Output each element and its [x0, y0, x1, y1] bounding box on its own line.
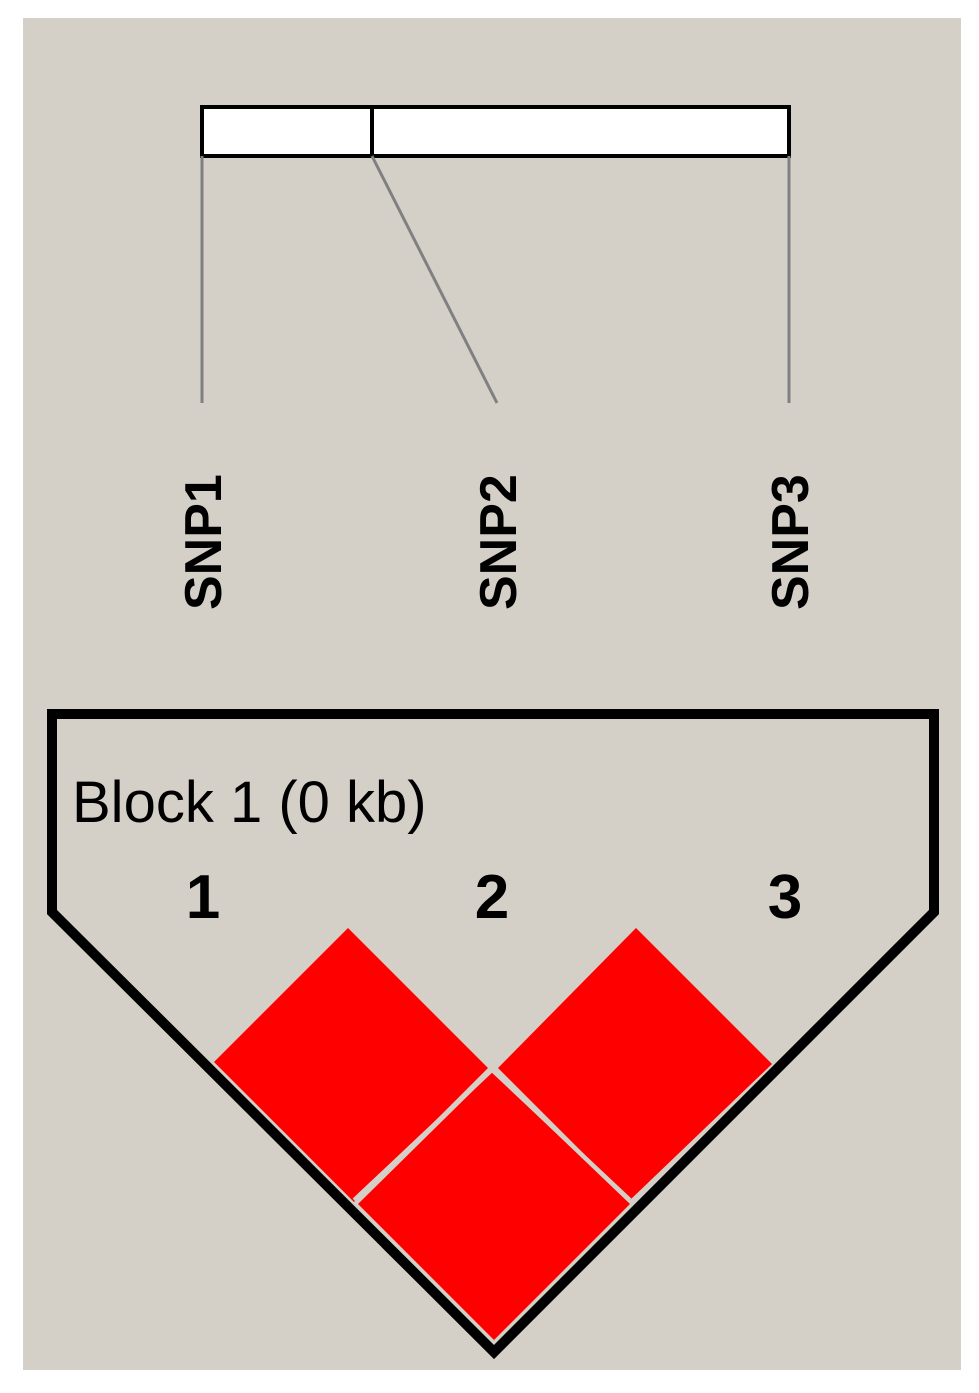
connector-line-snp2: [370, 155, 499, 404]
marker-index-1: 1: [186, 863, 220, 932]
ruler-bar: [200, 105, 791, 158]
ld-cell-separator: [490, 1068, 632, 1202]
block-label: Block 1 (0 kb): [72, 770, 427, 835]
haplotype-block-outline: [47, 709, 939, 1360]
marker-name-snp2: SNP2: [470, 474, 528, 610]
marker-connectors: [200, 155, 791, 404]
marker-index-3: 3: [768, 863, 802, 932]
marker-index-2: 2: [475, 863, 509, 932]
ld-cell-1-3: [358, 1072, 630, 1340]
ld-matrix: [214, 928, 772, 1340]
marker-name-snp3: SNP3: [762, 474, 820, 610]
marker-name-labels: SNP1 SNP2 SNP3: [175, 474, 820, 610]
ld-cell-separator: [352, 1068, 494, 1202]
marker-index-labels: 1 2 3: [186, 863, 802, 932]
marker-name-snp1: SNP1: [175, 474, 233, 610]
ld-cell-1-2: [214, 928, 488, 1202]
ld-cell-2-3: [498, 928, 772, 1200]
position-ruler: [200, 105, 791, 158]
